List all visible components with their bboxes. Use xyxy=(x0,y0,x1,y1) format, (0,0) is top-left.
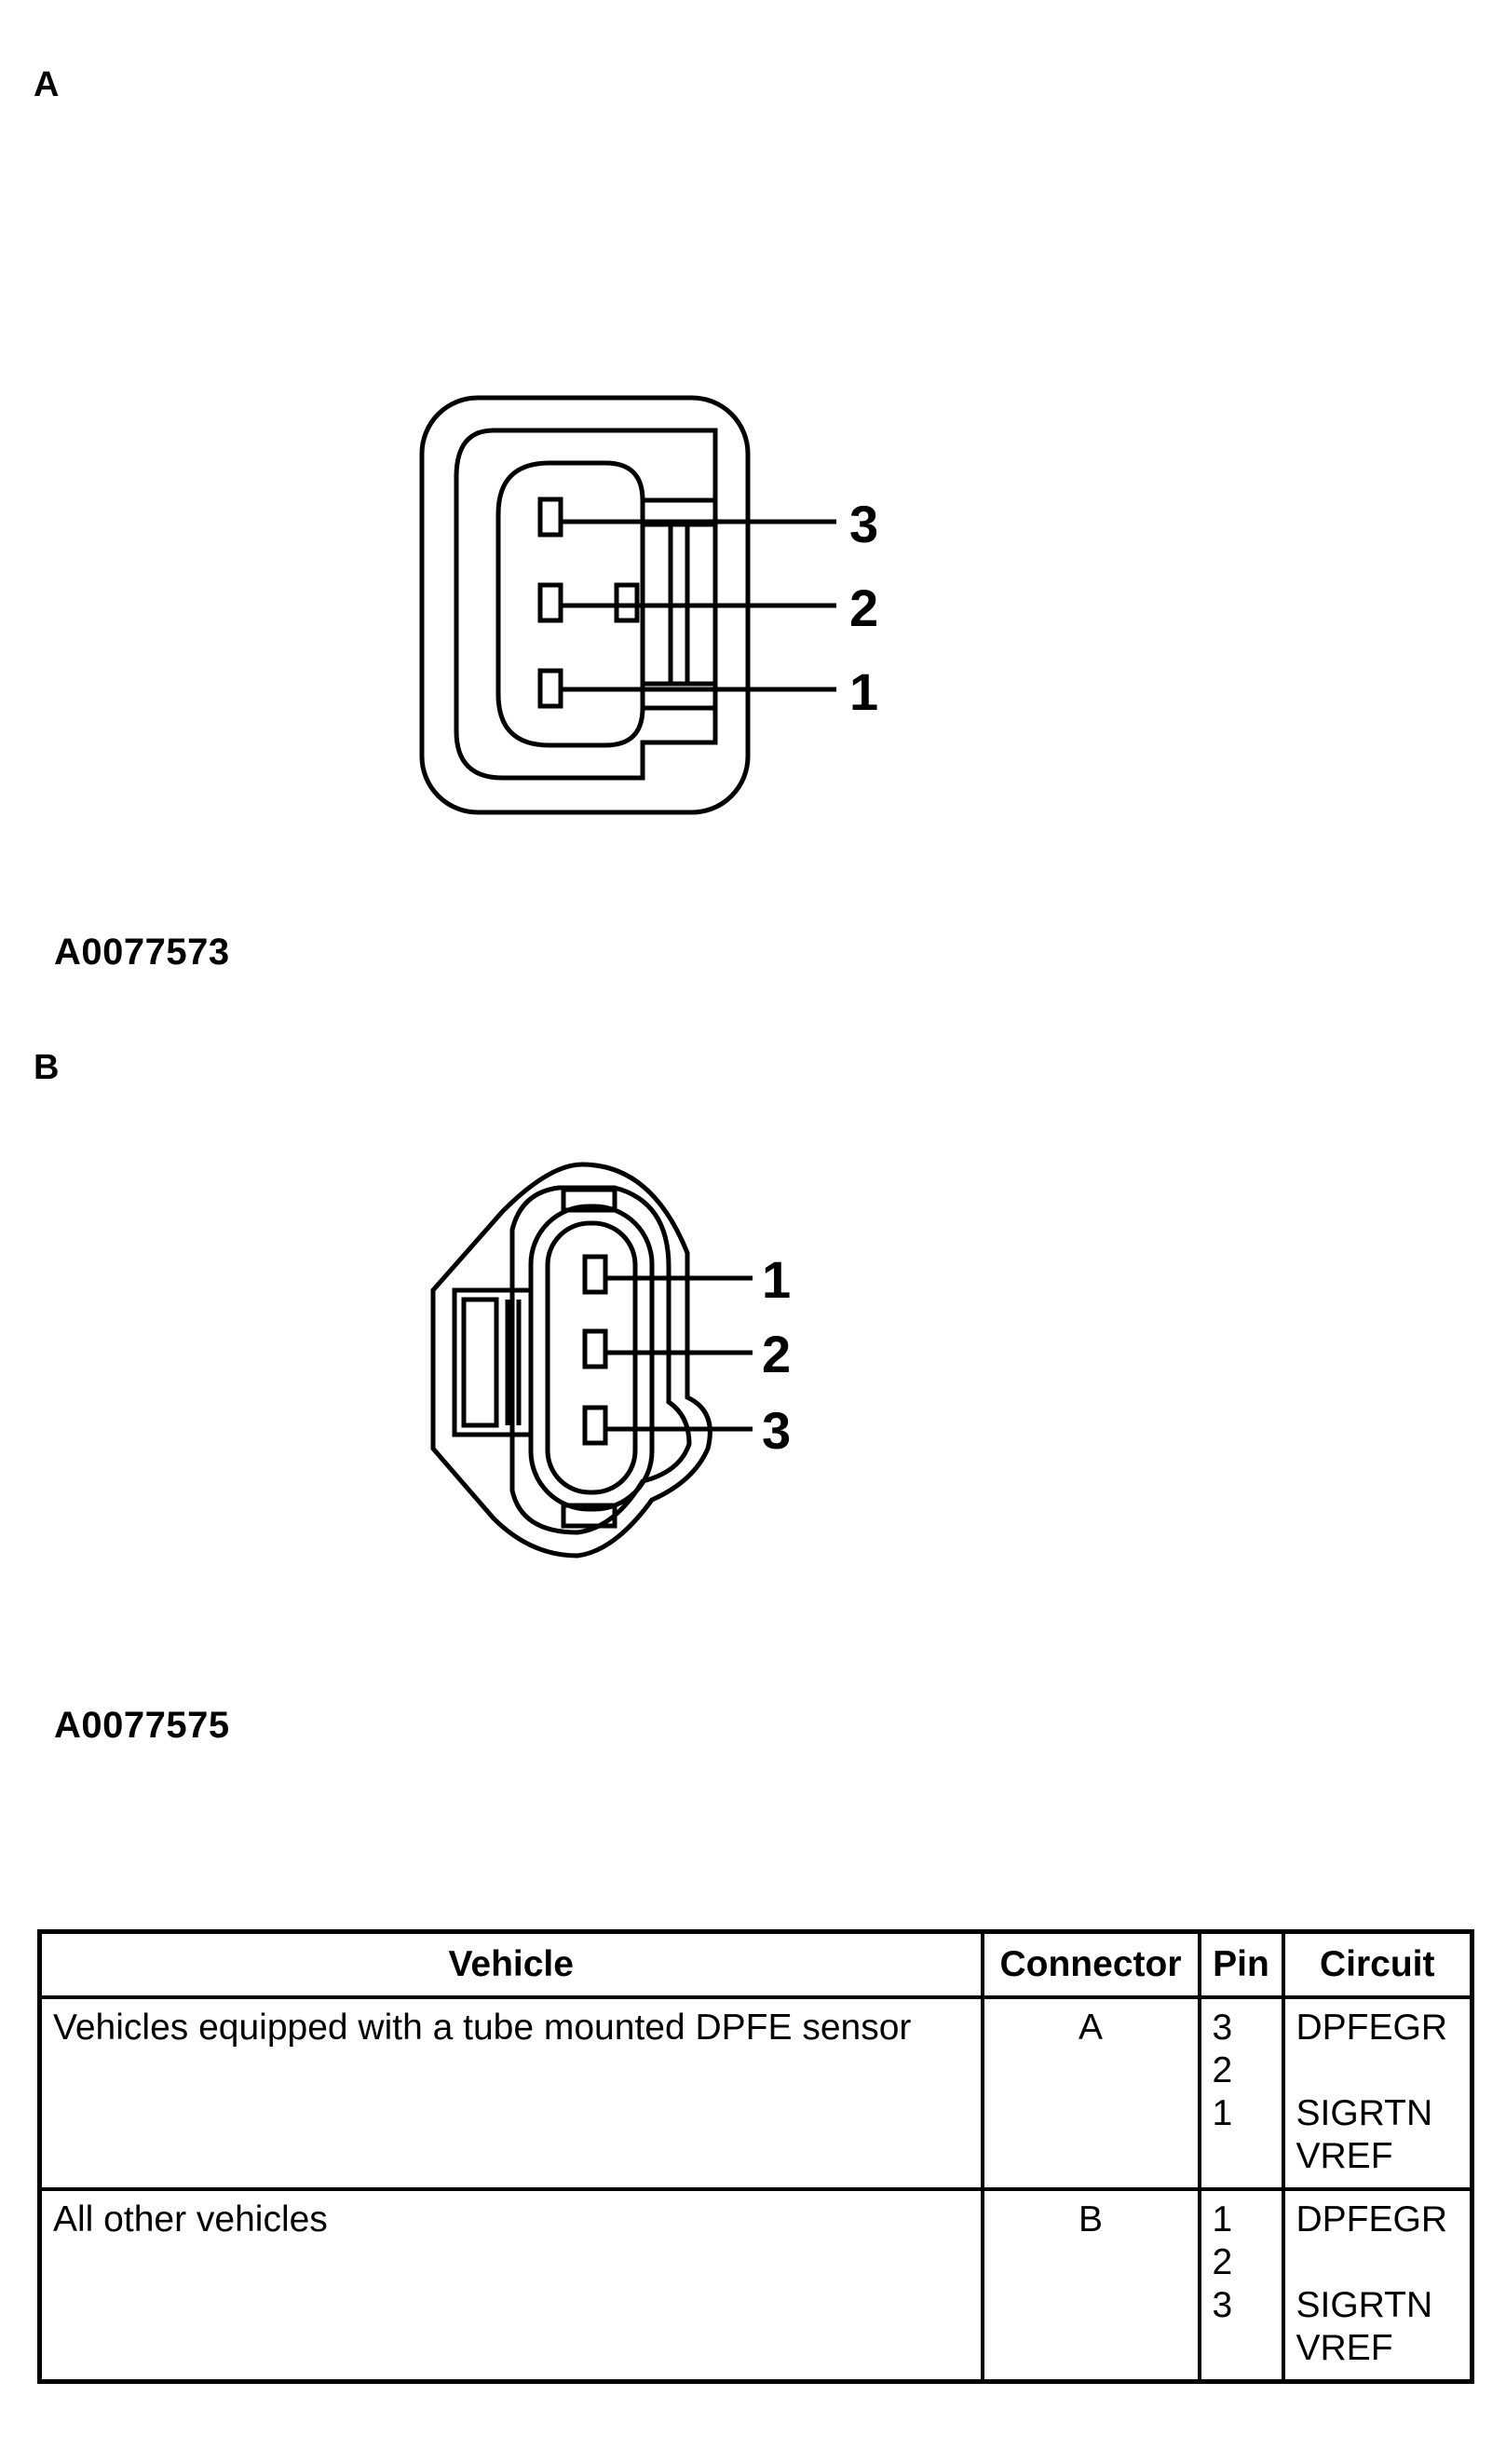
connector-b-terminal-1 xyxy=(582,1254,608,1295)
pin-value: 2 xyxy=(1212,2050,1233,2090)
cell-vehicle: All other vehicles xyxy=(37,2187,984,2384)
connector-a-terminal-3 xyxy=(537,497,563,538)
table-row: All other vehicles B 1 2 3 DPFEGR SIGRTN… xyxy=(37,2187,1474,2384)
table-row: Vehicles equipped with a tube mounted DP… xyxy=(37,1995,1474,2191)
cell-circuits: DPFEGR SIGRTN VREF xyxy=(1281,2187,1474,2384)
cell-pins: 3 2 1 xyxy=(1197,1995,1285,2191)
pin-value: 3 xyxy=(1212,2285,1233,2325)
connector-a-pin-label-2: 2 xyxy=(849,579,878,637)
connector-a-inner-frame xyxy=(454,428,718,781)
circuit-value xyxy=(1296,2049,1459,2092)
circuit-value: SIGRTN xyxy=(1296,2093,1433,2133)
connector-a-plug xyxy=(495,460,645,748)
connector-b-diagram: 1 2 3 xyxy=(430,1162,791,1559)
cell-circuits: DPFEGR SIGRTN VREF xyxy=(1281,1995,1474,2191)
pin-value: 3 xyxy=(1212,2008,1233,2048)
circuit-value: DPFEGR xyxy=(1296,2199,1448,2239)
connector-b-pin-label-3: 3 xyxy=(762,1401,791,1460)
header-vehicle: Vehicle xyxy=(37,1929,984,1999)
connector-b-pin-label-2: 2 xyxy=(762,1325,791,1383)
cell-connector: B xyxy=(980,2187,1201,2384)
pin-value: 1 xyxy=(1212,2093,1233,2133)
circuit-value: DPFEGR xyxy=(1296,2008,1448,2048)
cell-connector: A xyxy=(980,1995,1201,2191)
figure-id-b: A0077575 xyxy=(54,1705,230,1746)
circuit-value xyxy=(1296,2241,1459,2284)
connector-a-diagram: 3 2 1 xyxy=(419,395,878,815)
connector-b-pin-label-1: 1 xyxy=(762,1250,791,1309)
figure-id-a: A0077573 xyxy=(54,932,230,973)
header-connector: Connector xyxy=(980,1929,1201,1999)
connector-b-terminal-2 xyxy=(582,1328,608,1369)
connector-a-terminal-2 xyxy=(537,582,563,623)
pin-value: 2 xyxy=(1212,2242,1233,2282)
section-label-a: A xyxy=(34,65,60,104)
pin-value: 1 xyxy=(1212,2199,1233,2239)
connector-a-pin-label-3: 3 xyxy=(849,495,878,553)
connector-b-latch xyxy=(452,1287,534,1437)
table-header-row: Vehicle Connector Pin Circuit xyxy=(37,1929,1474,1999)
cell-pins: 1 2 3 xyxy=(1197,2187,1285,2384)
circuit-value: VREF xyxy=(1296,2136,1393,2176)
header-circuit: Circuit xyxy=(1281,1929,1474,1999)
circuit-value: SIGRTN xyxy=(1296,2285,1433,2325)
connector-b-terminal-3 xyxy=(582,1405,608,1446)
section-label-b: B xyxy=(34,1048,60,1087)
connector-a-pin-label-1: 1 xyxy=(849,662,878,721)
pin-value xyxy=(1213,2327,1270,2370)
connector-a-terminal-1 xyxy=(537,668,563,709)
pin-value xyxy=(1213,2135,1270,2178)
pinout-table: Vehicle Connector Pin Circuit Vehicles e… xyxy=(37,1929,1474,2384)
circuit-value: VREF xyxy=(1296,2328,1393,2368)
header-pin: Pin xyxy=(1197,1929,1285,1999)
cell-vehicle: Vehicles equipped with a tube mounted DP… xyxy=(37,1995,984,2191)
connector-b-housing xyxy=(430,1162,712,1559)
